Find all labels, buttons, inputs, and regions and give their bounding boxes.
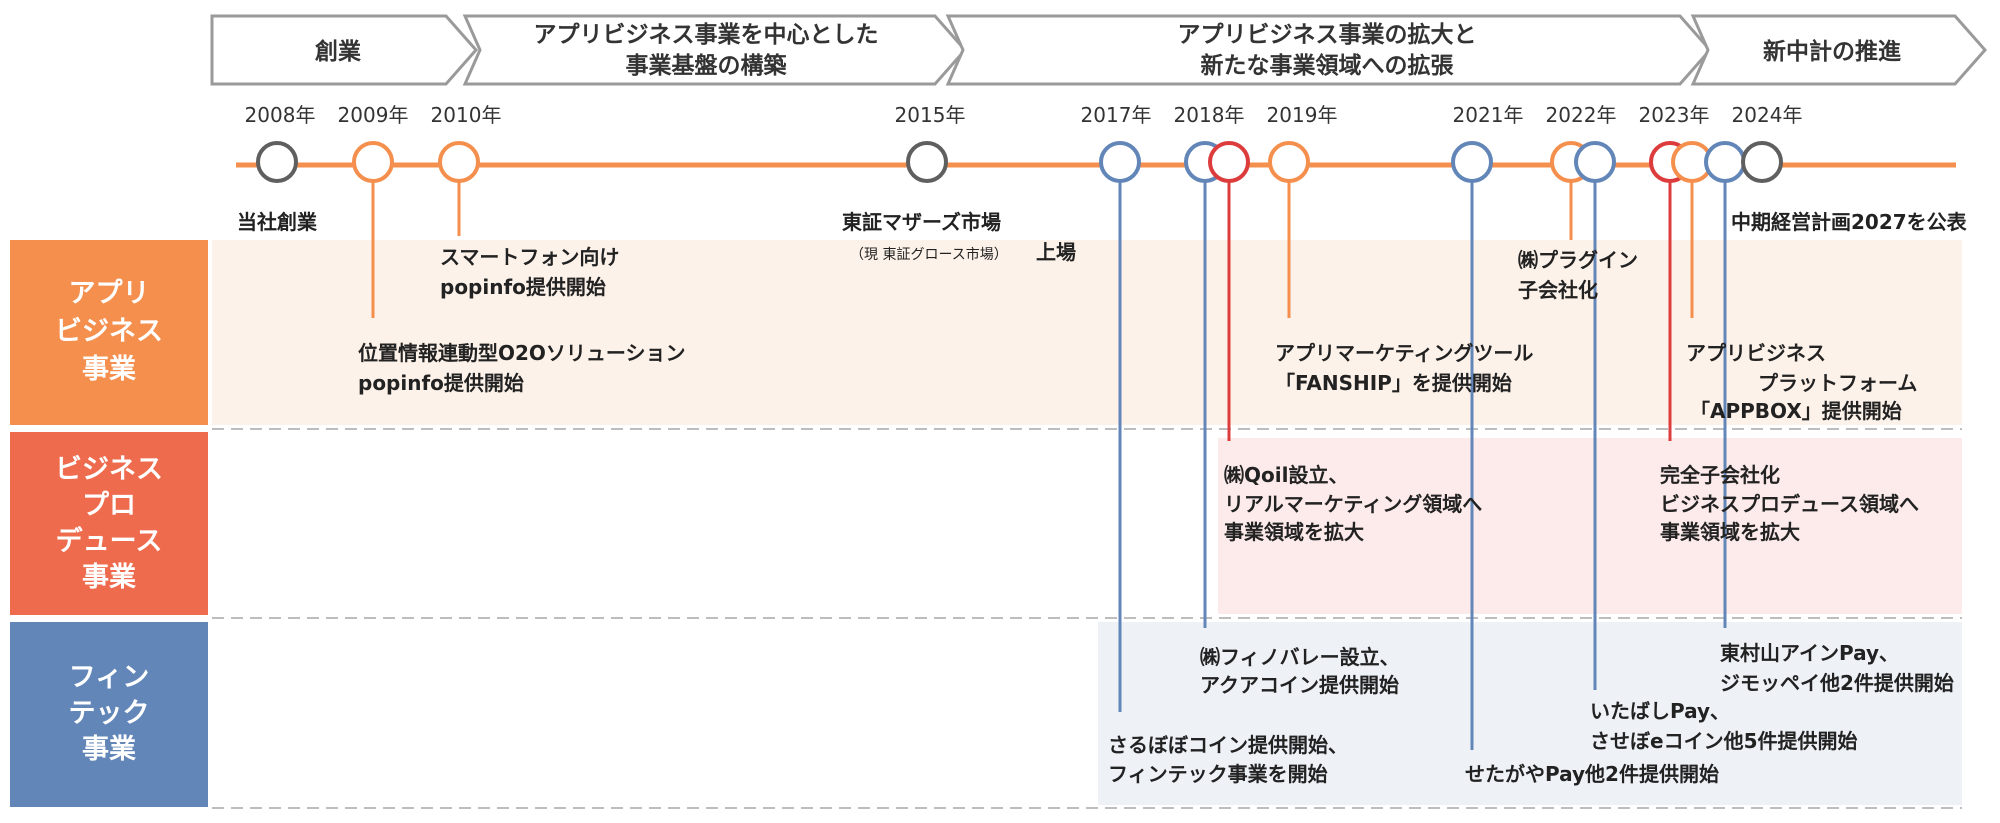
phase-arrow-new-plan: 新中計の推進 [1690,14,1988,86]
lane-label-text: 事業 [82,354,136,385]
phase-arrow-founding: 創業 [210,14,479,86]
event-o2o: 位置情報連動型O2Oソリューション [358,341,686,365]
phase-label: 事業基盤の構築 [626,52,788,79]
marker-2008 [256,141,298,183]
lane-label-text: デュース [56,525,163,557]
phase-label: アプリビジネス事業の拡大と [1178,21,1477,48]
year-label: 2010年 [431,103,502,127]
phase-label: 新たな事業領域への拡張 [1201,52,1455,79]
event-fanship: 「FANSHIP」を提供開始 [1275,371,1512,395]
lane-label-text: プロ [82,490,136,521]
produce-lane-background [1218,438,1962,614]
phase-arrow-foundation: アプリビジネス事業を中心とした 事業基盤の構築 [462,14,968,86]
event-fanship: アプリマーケティングツール [1275,341,1533,365]
year-label: 2024年 [1732,103,1803,127]
event-listing: 上場 [1036,240,1076,264]
year-label: 2019年 [1267,103,1338,127]
year-label: 2023年 [1639,103,1710,127]
event-popinfo: スマートフォン向け [440,245,619,269]
event-higashimurayama: 東村山アインPay、 [1720,641,1899,665]
event-itabashi: させぼeコイン他5件提供開始 [1590,729,1857,753]
event-founding: 当社創業 [237,210,318,234]
year-label: 2022年 [1546,103,1617,127]
marker-2010 [438,141,480,183]
timeline-markers [256,141,1783,183]
year-label: 2008年 [245,103,316,127]
marker-2022-pay [1574,141,1616,183]
event-o2o: popinfo提供開始 [358,371,524,395]
lane-label-text: 事業 [82,734,136,765]
event-plan: 中期経営計画2027を公表 [1731,210,1968,234]
lane-label-app: アプリ ビジネス 事業 [10,240,208,425]
year-label: 2015年 [895,103,966,127]
lane-label-produce: ビジネス プロ デュース 事業 [10,432,208,615]
lane-label-text: 事業 [82,562,136,593]
phase-arrow-expansion: アプリビジネス事業の拡大と 新たな事業領域への拡張 [945,14,1713,86]
event-popinfo: popinfo提供開始 [440,275,606,299]
marker-2024-plan [1741,141,1783,183]
marker-2019 [1268,141,1310,183]
event-qoil: リアルマーケティング領域へ [1224,492,1482,516]
event-subsidiary: 完全子会社化 [1660,463,1780,487]
event-plugin: ㈱プラグイン [1518,248,1638,272]
event-finnovalley: アクアコイン提供開始 [1200,673,1399,697]
lane-label-text: ビジネス [55,316,163,347]
marker-2018-qoil [1208,141,1250,183]
event-listing-note: （現 東証グロース市場） [850,246,1008,263]
marker-2021 [1451,141,1493,183]
event-qoil: ㈱Qoil設立、 [1224,463,1348,487]
event-listing: 東証マザーズ市場 [842,210,1001,234]
lane-label-fintech: フィン テック 事業 [10,622,208,807]
event-setagaya: せたがやPay他2件提供開始 [1465,762,1719,786]
year-label: 2021年 [1453,103,1524,127]
marker-2009 [352,141,394,183]
event-labels: 当社創業 スマートフォン向け popinfo提供開始 位置情報連動型O2Oソリュ… [237,210,1968,786]
year-label: 2017年 [1081,103,1152,127]
event-finnovalley: ㈱フィノバレー設立、 [1200,645,1400,669]
event-appbox: アプリビジネス [1686,341,1826,365]
phase-label: 創業 [315,38,362,65]
lane-label-text: ビジネス [55,454,163,485]
year-label: 2018年 [1174,103,1245,127]
fintech-lane-background [1098,622,1962,805]
phase-label: アプリビジネス事業を中心とした [534,21,879,48]
lane-label-text: フィン [69,662,149,693]
lane-label-text: アプリ [69,278,150,309]
phase-label: 新中計の推進 [1763,38,1901,65]
event-sarubobo: フィンテック事業を開始 [1108,762,1328,786]
event-qoil: 事業領域を拡大 [1224,520,1364,544]
year-label: 2009年 [338,103,409,127]
event-appbox: 「APPBOX」提供開始 [1690,399,1902,423]
marker-2015 [906,141,948,183]
event-subsidiary: 事業領域を拡大 [1660,520,1800,544]
event-itabashi: いたばしPay、 [1590,699,1730,723]
event-plugin: 子会社化 [1518,278,1598,302]
marker-2017 [1099,141,1141,183]
event-subsidiary: ビジネスプロデュース領域へ [1660,492,1919,516]
year-labels: 2008年 2009年 2010年 2015年 2017年 2018年 2019… [245,103,1803,127]
event-appbox: プラットフォーム [1758,371,1917,395]
lane-label-text: テック [69,698,150,729]
marker-2024-pay [1704,141,1746,183]
event-sarubobo: さるぼぼコイン提供開始、 [1108,733,1348,757]
event-higashimurayama: ジモッペイ他2件提供開始 [1720,671,1954,695]
